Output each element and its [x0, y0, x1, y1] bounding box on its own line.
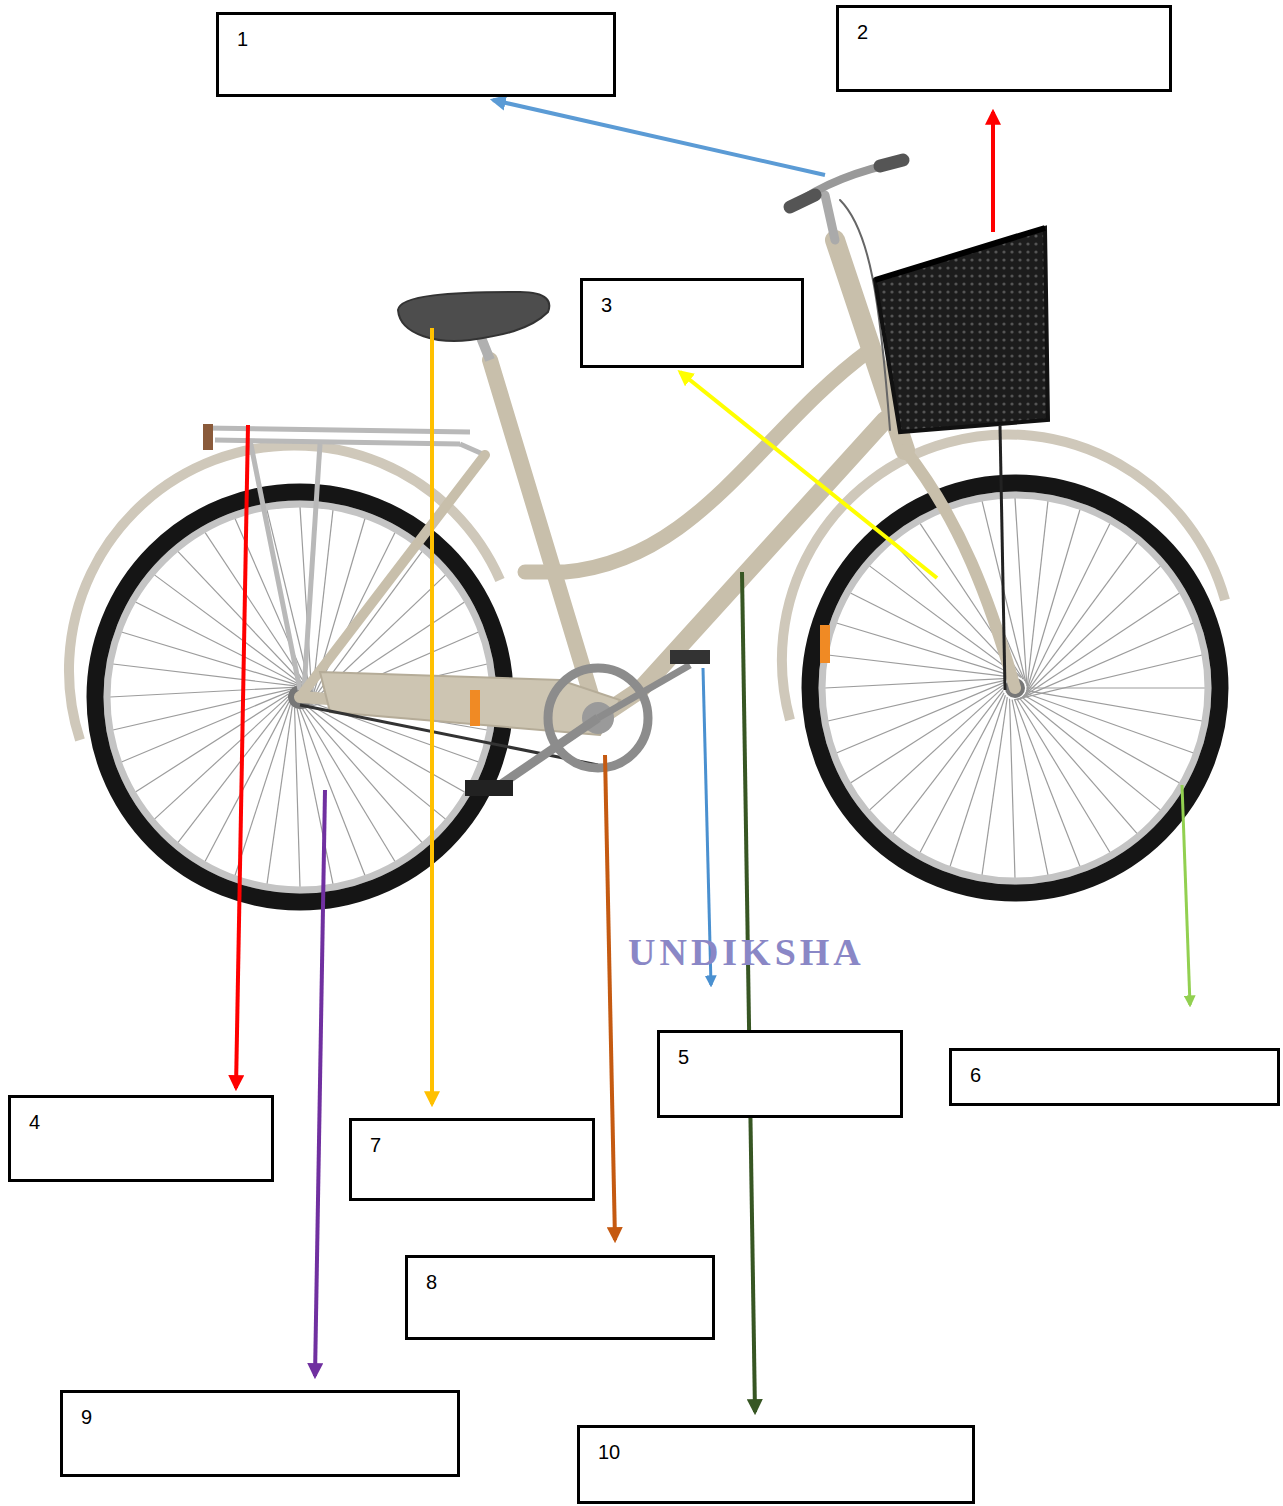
- reflector: [470, 690, 480, 726]
- spoke: [1014, 655, 1202, 700]
- leader-arrow: [605, 755, 615, 1240]
- reflector: [820, 625, 830, 663]
- spoke: [893, 690, 1003, 833]
- callout-number: 6: [970, 1063, 1259, 1087]
- callout-box: 5: [657, 1030, 903, 1118]
- callout-box: 6: [949, 1048, 1280, 1106]
- spoke: [113, 664, 295, 686]
- spoke: [135, 602, 300, 685]
- spoke: [135, 694, 288, 792]
- leader-arrow: [315, 790, 325, 1376]
- callout-box: 1: [216, 12, 616, 97]
- leader-arrow: [742, 572, 755, 1412]
- watermark: UNDIKSHA: [628, 930, 865, 974]
- callout-number: 2: [857, 20, 1151, 44]
- chain-guard: [320, 672, 620, 735]
- leader-arrow: [236, 425, 248, 1088]
- crankset: [465, 650, 710, 796]
- callout-number: 4: [29, 1110, 253, 1134]
- callout-number: 5: [678, 1045, 882, 1069]
- callout-number: 3: [601, 293, 783, 317]
- callout-box: 9: [60, 1390, 460, 1477]
- spoke: [267, 706, 292, 884]
- leader-arrow: [680, 372, 937, 578]
- spoke: [836, 682, 1004, 753]
- spoke: [121, 632, 297, 685]
- spoke: [205, 702, 289, 862]
- spoke: [154, 697, 288, 820]
- callout-box: 4: [8, 1095, 274, 1182]
- spoke: [1025, 523, 1110, 694]
- leader-arrows: [236, 100, 1190, 1412]
- spoke: [1027, 691, 1202, 721]
- spoke: [1012, 700, 1048, 875]
- spoke: [1017, 700, 1110, 853]
- spoke: [307, 706, 445, 819]
- spoke: [1022, 697, 1160, 810]
- spoke: [1017, 623, 1194, 700]
- saddle: [398, 292, 549, 341]
- callout-box: 7: [349, 1118, 595, 1201]
- spoke: [920, 693, 1004, 853]
- spoke: [297, 709, 333, 884]
- spoke: [836, 623, 1012, 676]
- spoke: [1010, 699, 1015, 878]
- spoke: [828, 655, 1010, 677]
- callout-number: 8: [426, 1270, 694, 1294]
- spoke: [1027, 501, 1048, 689]
- spoke: [869, 688, 1003, 811]
- callout-box: 10: [577, 1425, 975, 1504]
- spoke: [1020, 699, 1137, 834]
- callout-box: 3: [580, 278, 804, 368]
- leader-arrow: [430, 328, 434, 1104]
- spoke: [1019, 593, 1179, 699]
- spoke: [1024, 542, 1137, 696]
- spoke: [850, 685, 1003, 783]
- basket: [875, 228, 1048, 690]
- spoke: [300, 709, 365, 876]
- callout-box: 2: [836, 5, 1172, 92]
- spoke: [121, 691, 289, 762]
- spoke: [1027, 687, 1205, 688]
- spoke: [295, 708, 300, 887]
- spoke: [1024, 696, 1179, 783]
- spoke: [1022, 566, 1161, 698]
- callout-box: 8: [405, 1255, 715, 1340]
- spoke: [110, 687, 293, 697]
- spoke: [178, 699, 288, 842]
- callout-number: 10: [598, 1440, 954, 1464]
- spoke: [825, 678, 1008, 688]
- spoke: [982, 697, 1007, 875]
- spoke: [1015, 700, 1080, 867]
- callout-number: 1: [237, 27, 595, 51]
- leader-arrow: [493, 100, 825, 175]
- leader-arrow: [1182, 785, 1190, 1005]
- callout-number: 9: [81, 1405, 439, 1429]
- spoke: [1015, 498, 1027, 686]
- leader-arrow: [991, 112, 995, 232]
- callout-number: 7: [370, 1133, 574, 1157]
- spoke: [302, 709, 395, 862]
